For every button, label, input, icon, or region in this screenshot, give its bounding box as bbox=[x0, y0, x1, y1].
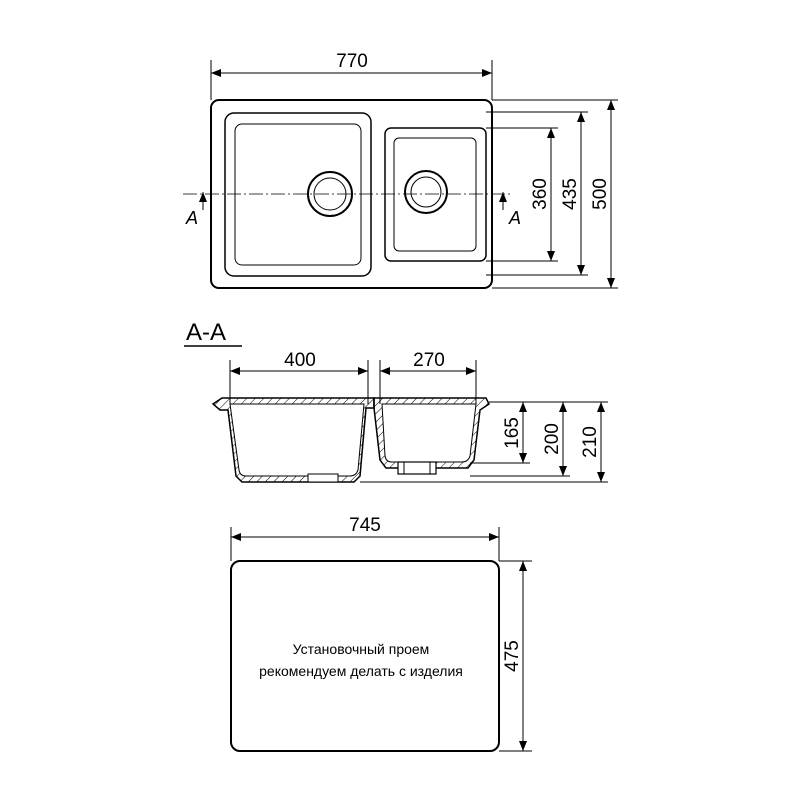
dim-label-270: 270 bbox=[413, 350, 445, 371]
section-mark-left: A bbox=[185, 208, 198, 228]
cutout-note-line1: Установочный проем bbox=[293, 641, 430, 657]
left-drain-icon bbox=[307, 171, 353, 217]
dim-label-500: 500 bbox=[590, 178, 611, 210]
right-drain-icon bbox=[404, 170, 448, 214]
dim-label-770: 770 bbox=[336, 51, 368, 72]
dim-label-360: 360 bbox=[530, 178, 551, 210]
right-drain-inner bbox=[410, 176, 442, 208]
dim-label-200: 200 bbox=[542, 423, 563, 455]
dim-label-435: 435 bbox=[560, 178, 581, 210]
left-bowl-inner bbox=[234, 123, 362, 266]
right-drain-section bbox=[397, 461, 437, 475]
right-bowl-inner bbox=[393, 137, 477, 252]
dim-label-210: 210 bbox=[580, 426, 601, 458]
cutout-note-line2: рекомендуем делать с изделия bbox=[259, 663, 463, 679]
top-view: A A 770 360 435 500 bbox=[183, 51, 618, 289]
dim-label-475: 475 bbox=[502, 640, 523, 672]
dim-label-165: 165 bbox=[502, 417, 523, 449]
section-mark-right: A bbox=[508, 208, 521, 228]
dim-label-745: 745 bbox=[349, 515, 381, 536]
cutout-outline bbox=[230, 560, 500, 752]
cutout-view: 745 475 Установочный проем рекомендуем д… bbox=[230, 515, 532, 752]
right-bowl-cavity bbox=[381, 403, 477, 463]
right-bowl-rim bbox=[384, 127, 487, 262]
section-view: A-A 400 270 165 200 210 bbox=[184, 319, 608, 483]
left-bowl-cavity bbox=[229, 403, 365, 477]
left-drain-section bbox=[307, 473, 339, 483]
section-title: A-A bbox=[186, 319, 226, 346]
left-bowl-rim bbox=[224, 112, 372, 277]
dim-label-400: 400 bbox=[284, 350, 316, 371]
